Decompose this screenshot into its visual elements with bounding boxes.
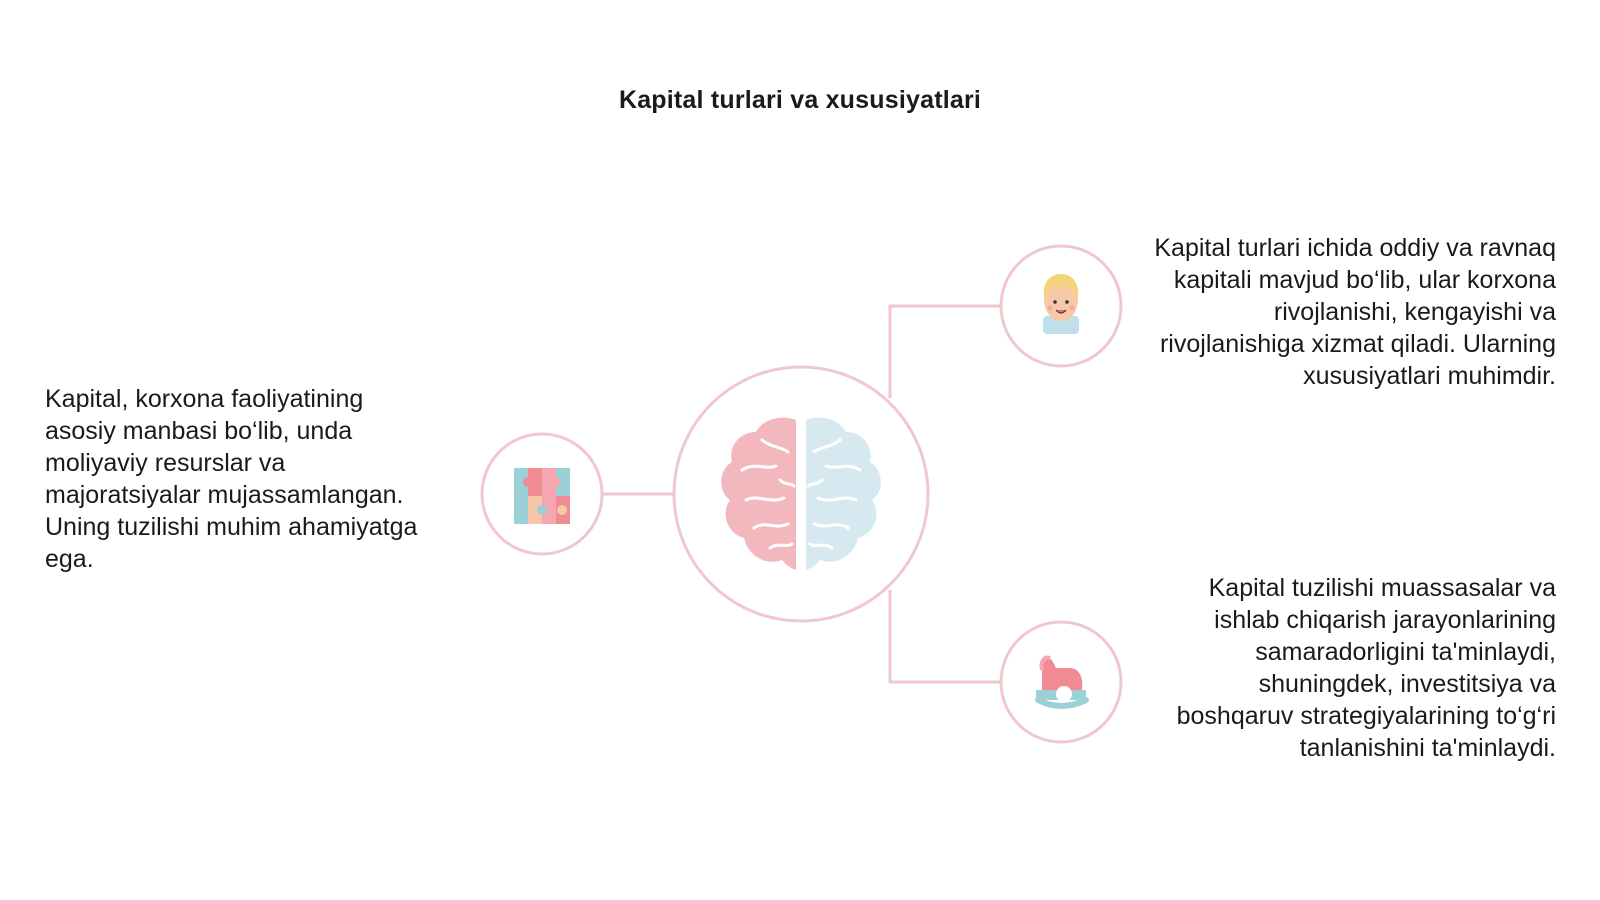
connectors (603, 304, 1000, 684)
page-title: Kapital turlari va xususiyatlari (618, 86, 982, 114)
connector-right-bottom (888, 590, 1000, 684)
right-bottom-node (999, 620, 1123, 744)
puzzle-icon (514, 468, 570, 524)
brain-icon (721, 417, 881, 570)
right-bottom-node-text: Kapital tuzilishi muassasalar va ishlab … (1176, 574, 1556, 762)
connector-right-top (888, 304, 1000, 398)
child-face-icon (1043, 274, 1079, 334)
left-node-text: Kapital, korxona faoliyatining asosiy ma… (45, 385, 418, 573)
rocking-horse-icon (1035, 655, 1089, 709)
right-top-node-text: Kapital turlari ichida oddiy va ravnaq k… (1154, 234, 1556, 390)
left-node (480, 432, 604, 556)
center-node (672, 365, 930, 623)
right-top-node (999, 244, 1123, 368)
